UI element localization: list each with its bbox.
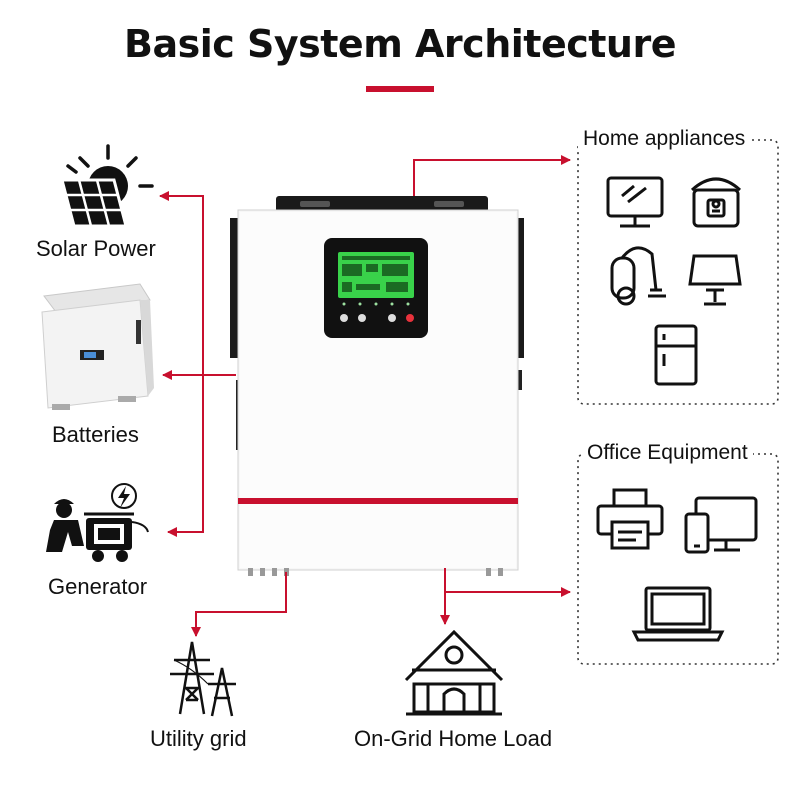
utility-grid-label: Utility grid [150, 726, 247, 751]
vacuum-cleaner-icon [610, 246, 666, 306]
connector-lines [159, 155, 571, 637]
house-icon [404, 629, 504, 716]
monitor-icon [606, 176, 664, 228]
printer-icon [596, 488, 664, 550]
battery-unit-icon [41, 283, 154, 410]
title-underline [366, 86, 434, 92]
generator-worker-icon [46, 483, 149, 562]
solar-panel-sun-icon [60, 144, 154, 228]
refrigerator-icon [654, 324, 698, 386]
power-tower-icon [170, 641, 236, 717]
office-equipment-label: Office Equipment [582, 441, 753, 465]
inverter [230, 196, 524, 576]
home-load-label: On-Grid Home Load [354, 726, 553, 751]
solar-power-label: Solar Power [36, 236, 156, 261]
home-appliances-label: Home appliances [578, 127, 751, 151]
page-title: Basic System Architecture [124, 22, 676, 66]
panel-buttons [340, 314, 414, 322]
laptop-icon [631, 586, 725, 642]
rice-cooker-icon [690, 177, 742, 228]
home-appliances-box [577, 139, 779, 405]
lamp-icon [688, 254, 742, 306]
batteries-label: Batteries [52, 422, 139, 447]
phone-monitor-icon [684, 496, 758, 554]
office-equipment-box [577, 453, 779, 665]
generator-label: Generator [48, 574, 148, 599]
